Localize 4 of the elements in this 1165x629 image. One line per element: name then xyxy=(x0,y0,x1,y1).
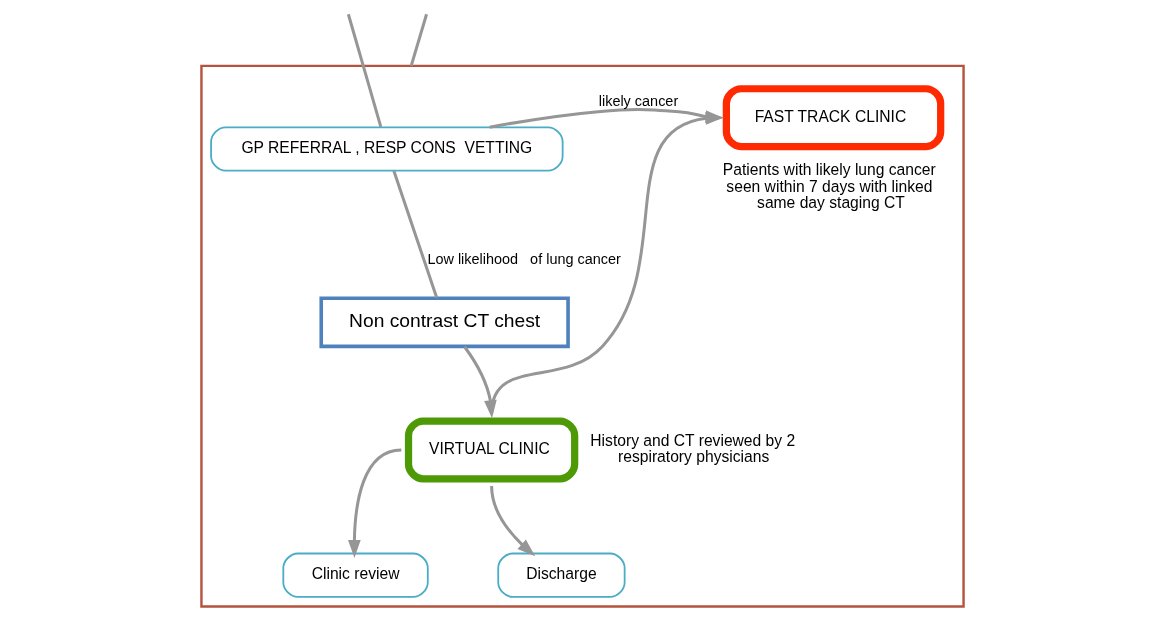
edge-label: Low likelihood of lung cancer xyxy=(427,251,621,268)
node-label: History and CT reviewed by 2 respiratory physicians xyxy=(590,431,796,466)
node-label: Patients with likely lung cancer seen within 7 days with linked same day staging CT xyxy=(722,160,936,212)
edge-label: likely cancer xyxy=(598,93,679,110)
